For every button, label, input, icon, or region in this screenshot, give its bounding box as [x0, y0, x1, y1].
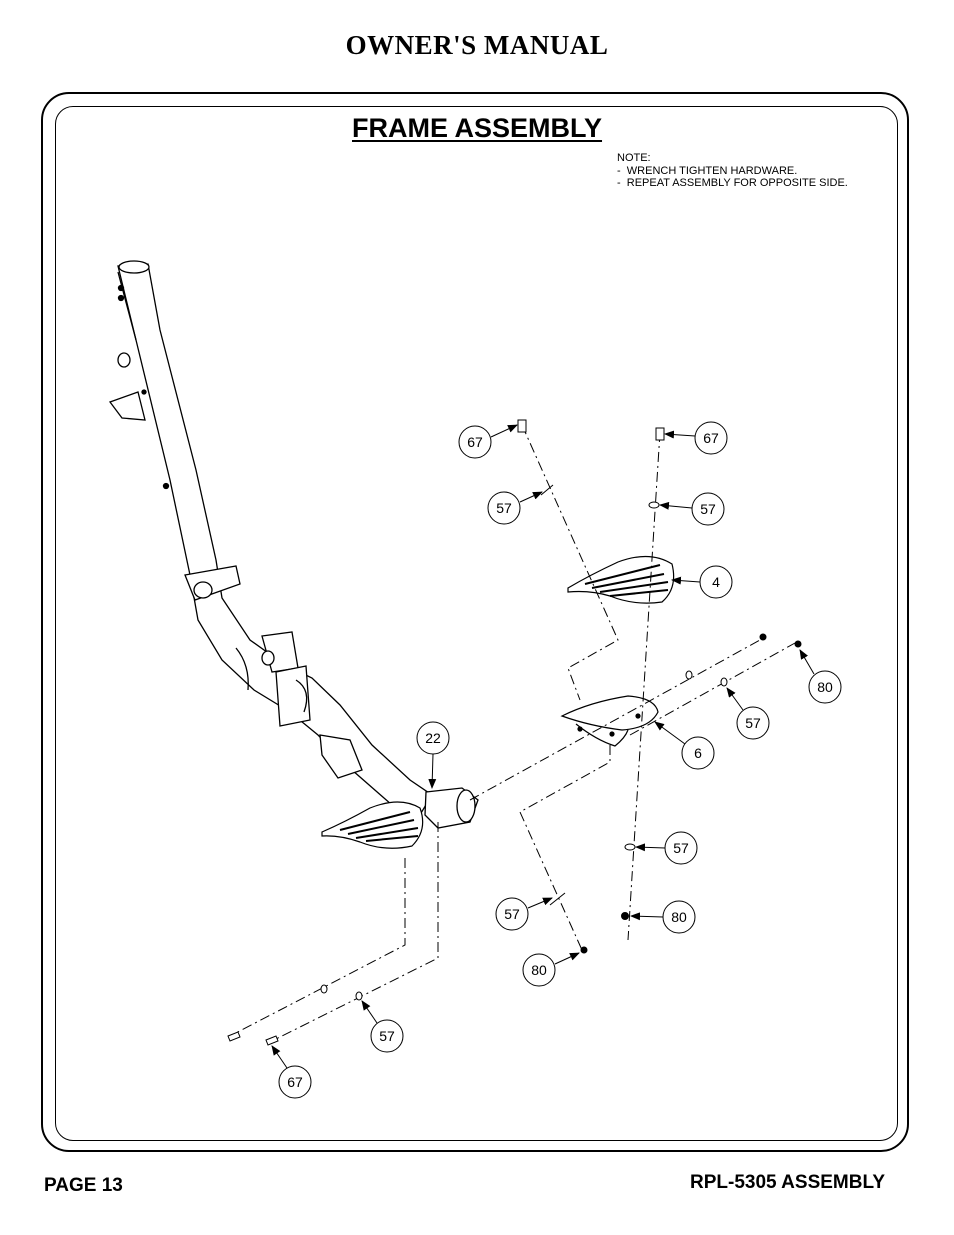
pedal-shield — [560, 695, 659, 747]
callout-67-a: 67 — [458, 424, 518, 459]
callout-label: 67 — [703, 430, 719, 446]
callout-80-a: 80 — [799, 649, 842, 704]
callout-label: 80 — [817, 679, 833, 695]
callout-label: 57 — [379, 1028, 395, 1044]
callout-label: 57 — [504, 906, 520, 922]
callout-label: 67 — [287, 1074, 303, 1090]
callout-label: 80 — [671, 909, 687, 925]
assembly-note: NOTE:- WRENCH TIGHTEN HARDWARE.- REPEAT … — [617, 152, 848, 190]
callout-label: 80 — [531, 962, 547, 978]
callout-label: 67 — [467, 434, 483, 450]
callout-57-b: 57 — [659, 492, 725, 526]
left-footplate — [321, 801, 424, 849]
callout-22: 22 — [416, 721, 450, 789]
page-number: PAGE 13 — [44, 1175, 123, 1196]
callout-57-a: 57 — [487, 491, 543, 525]
callout-label: 57 — [745, 715, 761, 731]
callout-label: 22 — [425, 730, 441, 746]
callout-57-c: 57 — [726, 687, 770, 740]
callout-57-f: 57 — [361, 1000, 404, 1053]
note-line: - WRENCH TIGHTEN HARDWARE. — [617, 164, 798, 177]
callout-4: 4 — [671, 565, 733, 599]
note-line: - REPEAT ASSEMBLY FOR OPPOSITE SIDE. — [617, 177, 848, 189]
callout-label: 57 — [700, 501, 716, 517]
document-title: RPL-5305 ASSEMBLY — [690, 1172, 885, 1193]
right-footplate — [567, 555, 675, 604]
callout-57-d: 57 — [635, 831, 698, 865]
callout-label: 57 — [673, 840, 689, 856]
callout-label: 57 — [496, 500, 512, 516]
assembly-lines — [231, 424, 796, 1043]
callout-67-c: 67 — [271, 1045, 312, 1099]
callout-label: 6 — [694, 745, 702, 761]
callout-67-b: 67 — [664, 421, 728, 455]
inner-border — [55, 106, 898, 1141]
frame-upright-tube — [108, 260, 433, 819]
callout-57-e: 57 — [495, 897, 553, 931]
callout-label: 4 — [712, 574, 720, 590]
callout-6: 6 — [654, 721, 715, 770]
manual-title: OWNER'S MANUAL — [345, 30, 609, 60]
pivot-tube — [424, 787, 479, 829]
callout-80-b: 80 — [630, 900, 696, 934]
note-line: NOTE: — [617, 152, 651, 164]
section-title: FRAME ASSEMBLY — [352, 113, 603, 143]
outer-border — [41, 92, 909, 1152]
callout-80-c: 80 — [522, 952, 580, 987]
